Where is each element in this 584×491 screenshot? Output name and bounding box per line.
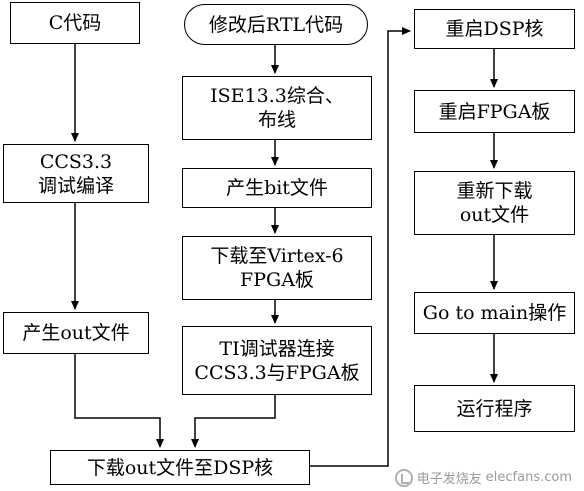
watermark-domain: elecfans.com (485, 470, 572, 485)
node-restart-fpga: 重启FPGA板 (414, 90, 575, 133)
node-c-code: C代码 (10, 2, 140, 44)
watermark-logo-icon (394, 468, 413, 487)
node-ti-debugger: TI调试器连接 CCS3.3与FPGA板 (182, 326, 372, 395)
node-rtl-code: 修改后RTL代码 (184, 4, 368, 45)
watermark-text: 电子发烧友 (416, 472, 482, 487)
edge-out-to-download (74, 354, 164, 448)
node-ccs-compile: CCS3.3 调试编译 (3, 144, 149, 203)
node-download-out: 下载out文件至DSP核 (50, 450, 310, 485)
node-redownload-out: 重新下载 out文件 (414, 171, 575, 235)
node-run-program: 运行程序 (414, 385, 575, 432)
node-gen-bit: 产生bit文件 (182, 168, 372, 208)
node-ise-synth: ISE13.3综合、 布线 (182, 76, 372, 140)
node-goto-main: Go to main操作 (414, 292, 575, 334)
watermark: 电子发烧友 elecfans.com (394, 468, 572, 487)
node-download-fpga: 下载至Virtex-6 FPGA板 (182, 236, 372, 300)
edge-ti-to-download (191, 395, 276, 448)
edge-download-to-restart-dsp (310, 27, 411, 467)
node-restart-dsp: 重启DSP核 (414, 9, 575, 49)
node-gen-out: 产生out文件 (3, 312, 149, 354)
